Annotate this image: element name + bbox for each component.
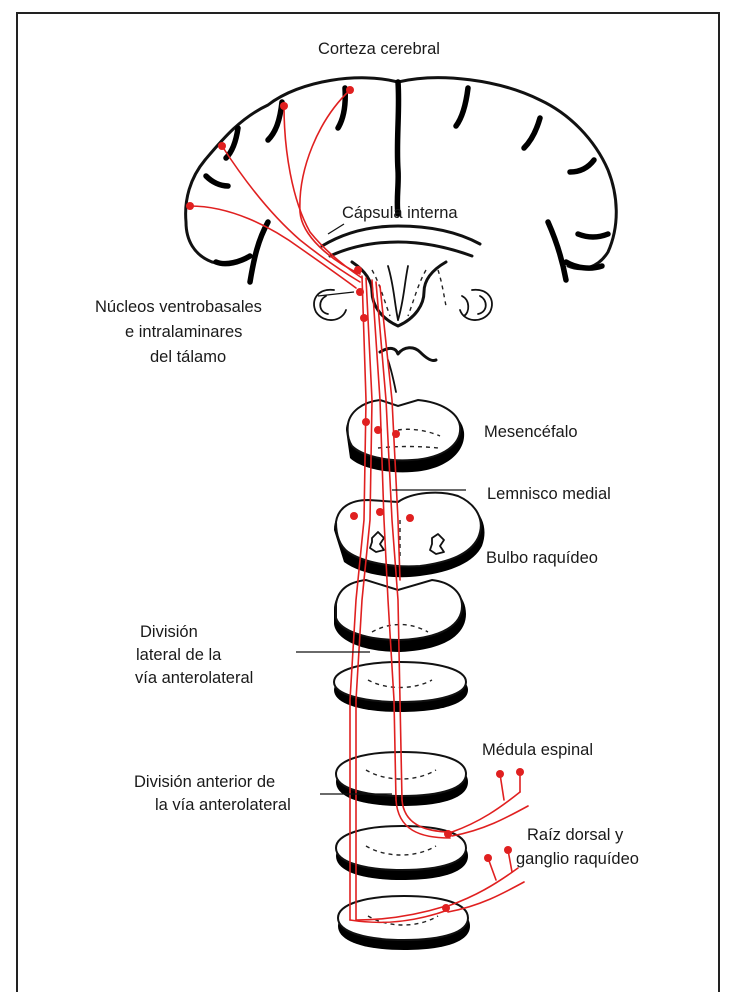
label-anterior-division-line2: la vía anterolateral [155, 795, 291, 815]
midbrain-section [346, 400, 464, 472]
label-internal-capsule: Cápsula interna [342, 203, 458, 223]
label-lateral-division-line3: vía anterolateral [135, 668, 253, 688]
label-anterior-division-line1: División anterior de [134, 772, 275, 792]
medulla-section [334, 493, 485, 578]
lateral-ventricles-and-thalamus [314, 226, 492, 392]
label-midbrain: Mesencéfalo [484, 422, 578, 442]
label-medulla: Bulbo raquídeo [486, 548, 598, 568]
label-cortex: Corteza cerebral [318, 39, 440, 59]
label-dorsal-root-line2: ganglio raquídeo [516, 849, 639, 869]
label-medial-lemniscus: Lemnisco medial [487, 484, 611, 504]
label-lateral-division-line1: División [140, 622, 198, 642]
label-dorsal-root-line1: Raíz dorsal y [527, 825, 623, 845]
cerebral-hemispheres [186, 78, 617, 282]
label-thalamus-line1: Núcleos ventrobasales [95, 297, 262, 317]
label-thalamus-line2: e intralaminares [125, 322, 242, 342]
spinal-section-5 [338, 896, 470, 950]
label-lateral-division-line2: lateral de la [136, 645, 221, 665]
spinal-section-2 [334, 662, 468, 712]
label-thalamus-line3: del tálamo [150, 347, 226, 367]
label-spinal-cord: Médula espinal [482, 740, 593, 760]
